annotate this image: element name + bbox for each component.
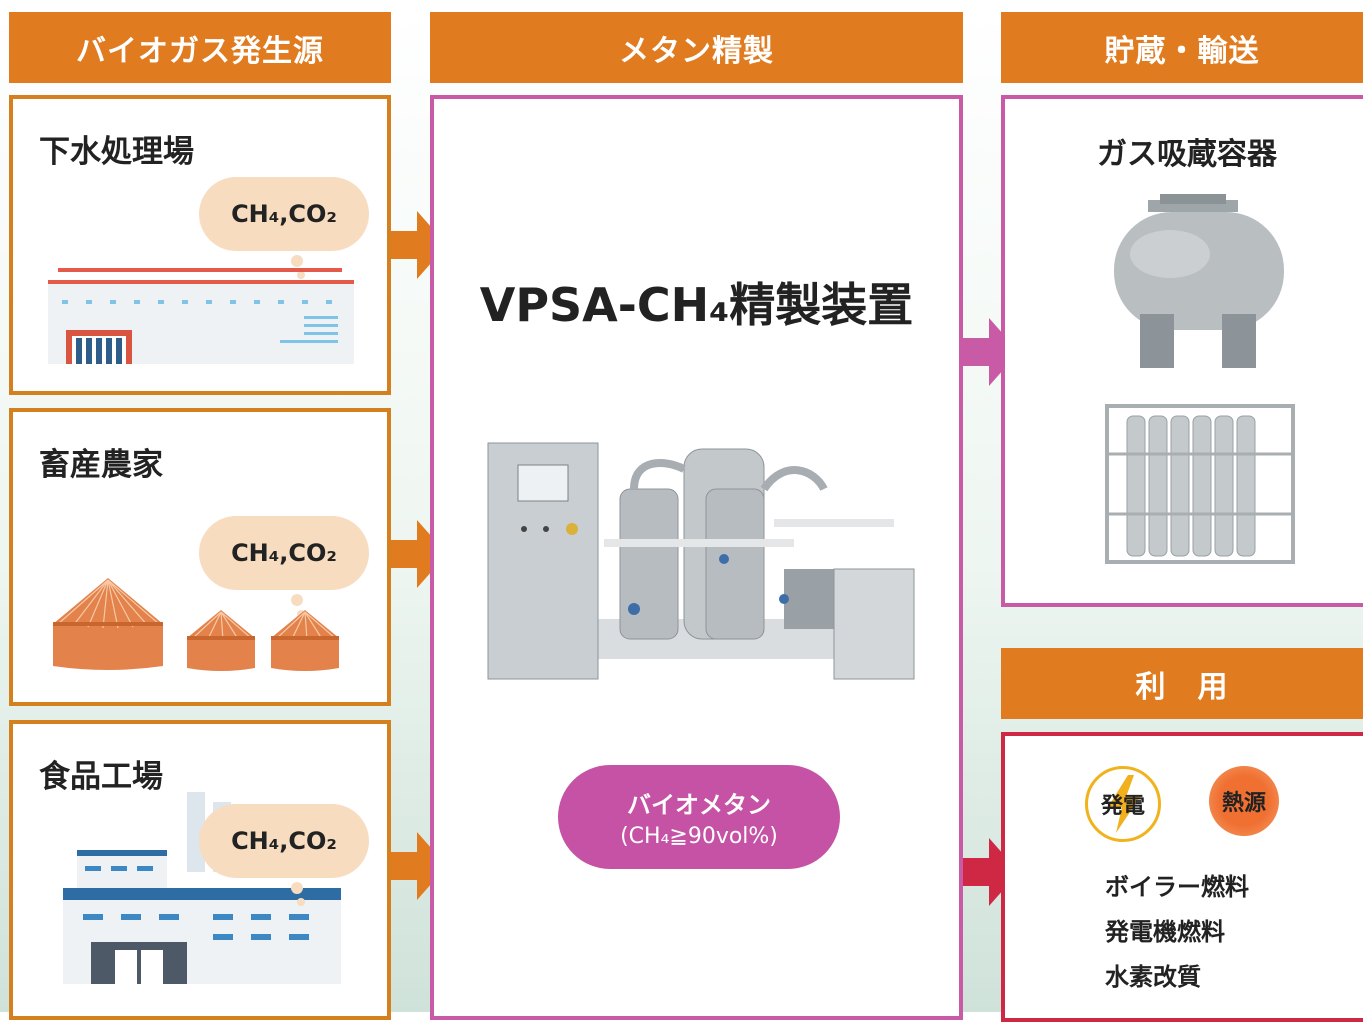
storage-title: ガス吸蔵容器: [1097, 137, 1277, 172]
source-title: 畜産農家: [39, 447, 163, 483]
biomethane-spec: (CH₄≧90vol%): [620, 824, 778, 849]
gas-label: CH₄,CO₂: [231, 539, 337, 567]
use-generator-fuel: 発電機燃料: [1105, 918, 1225, 946]
power-generation-badge: 発電: [1085, 766, 1161, 842]
refining-box: VPSA-CH₄精製装置 バイオメタン (CH₄≧90vol%): [430, 95, 963, 1020]
header-methane-refining: メタン精製: [430, 12, 963, 83]
gas-cloud: CH₄,CO₂: [199, 177, 369, 279]
source-box-sewage: 下水処理場 CH₄,CO₂: [9, 95, 391, 395]
source-box-livestock: 畜産農家 CH₄,CO₂: [9, 408, 391, 706]
lightning-icon: [1108, 775, 1140, 833]
storage-box: ガス吸蔵容器: [1001, 95, 1363, 607]
use-hydrogen-reforming: 水素改質: [1105, 963, 1201, 991]
gas-cylinder-rack-photo: [1105, 404, 1295, 564]
arrow-factory-to-refining: [391, 832, 447, 900]
gas-cloud: CH₄,CO₂: [199, 516, 369, 618]
header-utilization: 利 用: [1001, 648, 1363, 719]
gas-storage-tank-photo: [1114, 194, 1284, 368]
gas-label: CH₄,CO₂: [231, 827, 337, 855]
biomethane-label: バイオメタン: [627, 791, 771, 819]
use-boiler-fuel: ボイラー燃料: [1105, 873, 1249, 901]
source-title: 食品工場: [39, 759, 163, 795]
source-box-food-factory: 食品工場 CH₄,CO₂: [9, 720, 391, 1020]
biomethane-cloud: バイオメタン (CH₄≧90vol%): [558, 765, 840, 869]
vpsa-equipment-photo: [487, 442, 915, 680]
arrow-livestock-to-refining: [391, 520, 447, 588]
sewage-plant-illustration: [48, 268, 354, 364]
source-title: 下水処理場: [39, 134, 194, 170]
heat-source-badge: 熱源: [1209, 766, 1279, 836]
arrow-refining-to-storage: [963, 318, 1019, 386]
power-badge-label: 発電: [1100, 794, 1145, 819]
header-storage-transport: 貯蔵・輸送: [1001, 12, 1363, 83]
gas-label: CH₄,CO₂: [231, 200, 337, 228]
vpsa-device-title: VPSA-CH₄精製装置: [479, 278, 914, 332]
arrow-refining-to-utilization: [963, 838, 1019, 906]
heat-badge-label: 熱源: [1221, 791, 1266, 816]
header-biogas-sources: バイオガス発生源: [9, 12, 391, 83]
utilization-box: 発電 熱源: [1001, 732, 1363, 1022]
digester-tanks-illustration: [53, 578, 339, 671]
arrow-sewage-to-refining: [391, 211, 447, 279]
gas-cloud: CH₄,CO₂: [199, 804, 369, 906]
